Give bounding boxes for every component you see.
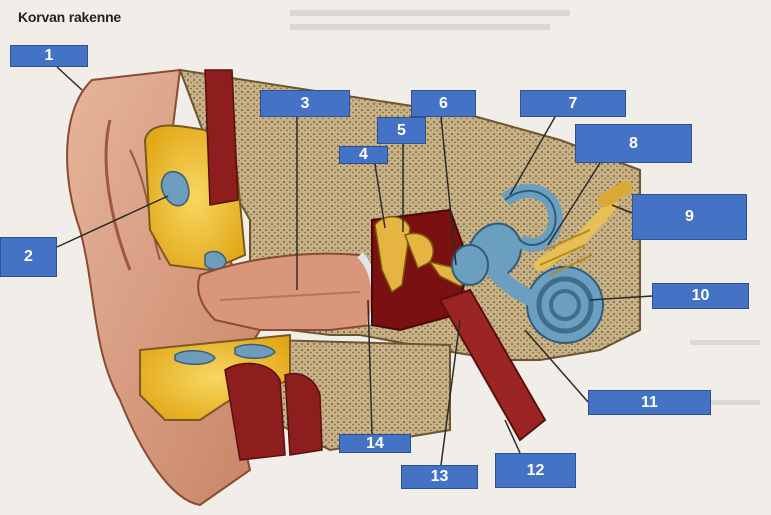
- muscle-tissue: [204, 69, 323, 461]
- eustachian-tube: [438, 288, 547, 442]
- label-12: 12: [495, 453, 576, 488]
- leader-lines: [56, 66, 653, 466]
- label-10: 10: [652, 283, 749, 309]
- label-3: 3: [260, 90, 350, 117]
- label-1: 1: [10, 45, 88, 67]
- label-11: 11: [588, 390, 711, 415]
- auditory-nerve: [534, 181, 632, 276]
- label-4: 4: [339, 146, 388, 164]
- label-13: 13: [401, 465, 478, 489]
- inner-ear: [451, 183, 604, 344]
- label-8: 8: [575, 124, 692, 163]
- page-title: Korvan rakenne: [18, 9, 122, 25]
- label-2: 2: [0, 237, 57, 277]
- label-5: 5: [377, 117, 426, 144]
- label-7: 7: [520, 90, 626, 117]
- ear-canal: [197, 252, 373, 331]
- label-6: 6: [411, 90, 476, 117]
- label-9: 9: [632, 194, 747, 240]
- label-14: 14: [339, 434, 411, 453]
- background-page-texture: [290, 10, 760, 405]
